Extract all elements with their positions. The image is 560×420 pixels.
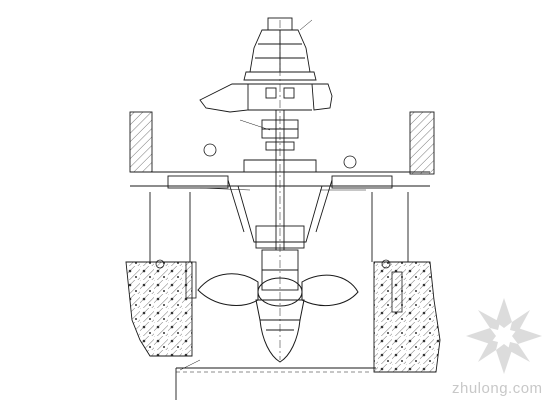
foundation bbox=[175, 367, 376, 400]
leader-lines bbox=[179, 19, 366, 371]
left-wall bbox=[125, 111, 193, 357]
main-shaft bbox=[261, 20, 299, 360]
watermark-text: zhulong.com bbox=[452, 380, 543, 397]
right-wall bbox=[373, 111, 441, 373]
nose-cone bbox=[259, 319, 301, 363]
upper-bracket bbox=[199, 83, 333, 113]
impeller bbox=[197, 273, 359, 321]
pump-column bbox=[227, 159, 333, 291]
fittings bbox=[155, 143, 403, 313]
zhulong-star-logo bbox=[466, 298, 542, 374]
